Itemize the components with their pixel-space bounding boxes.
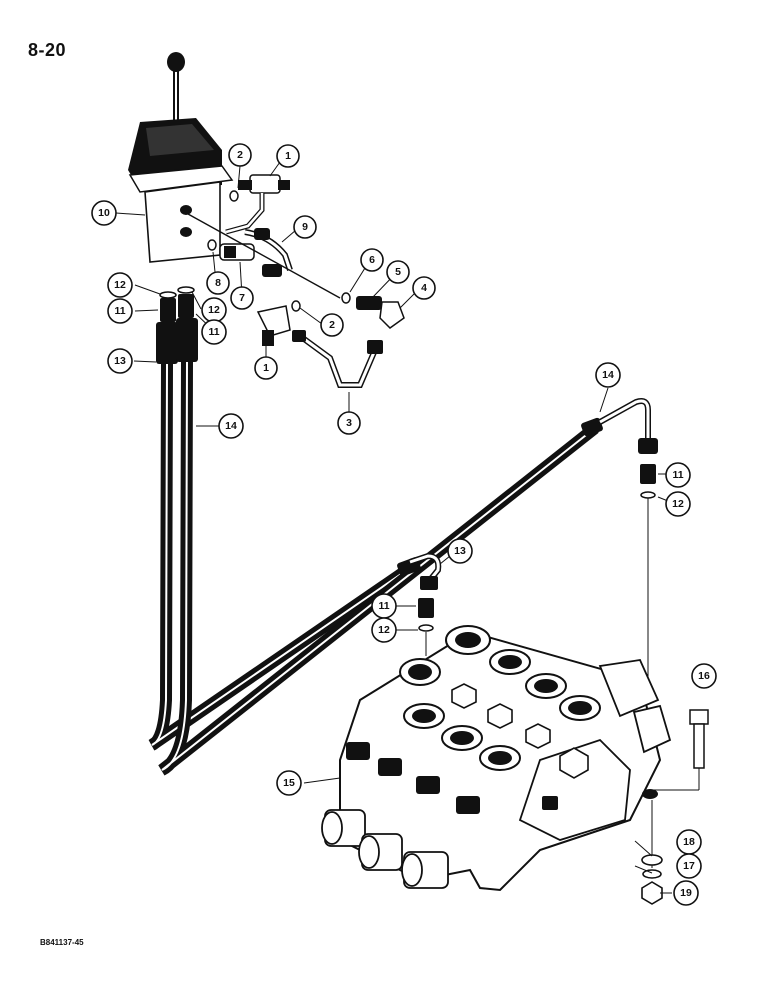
callout-7: 7 [230,286,254,310]
svg-text:2: 2 [329,319,335,331]
svg-text:4: 4 [421,282,427,294]
callout-14-left: 14 [218,413,244,439]
fitting-5-4 [341,292,405,329]
svg-text:12: 12 [114,279,126,291]
svg-text:17: 17 [683,860,695,872]
svg-text:19: 19 [680,887,692,899]
callout-19: 19 [673,880,699,906]
svg-text:14: 14 [602,369,614,381]
callout-12-right: 12 [665,491,691,517]
svg-text:8: 8 [215,277,221,289]
svg-text:12: 12 [378,624,390,636]
joystick-control [128,52,234,263]
svg-text:9: 9 [302,221,308,233]
callout-15: 15 [276,770,302,796]
svg-text:2: 2 [237,149,243,161]
svg-text:11: 11 [672,469,683,481]
hose-end-middle [397,552,442,656]
svg-text:12: 12 [208,304,220,316]
callout-13-left: 13 [107,348,133,374]
callout-1-lower: 1 [254,356,278,380]
svg-text:1: 1 [285,150,291,162]
tee-fitting-upper [225,174,290,235]
connector-7 [207,239,255,261]
pilot-line [187,213,341,299]
svg-text:16: 16 [698,670,710,682]
callout-11-mid: 11 [201,319,227,345]
callout-12-left: 12 [107,272,133,298]
svg-text:12: 12 [672,498,684,510]
callout-5: 5 [386,260,410,284]
callout-9: 9 [293,215,317,239]
callout-10: 10 [91,200,117,226]
callout-18: 18 [676,829,702,855]
svg-text:13: 13 [114,355,126,367]
callout-1: 1 [276,144,300,168]
svg-text:1: 1 [263,362,269,374]
svg-text:13: 13 [454,545,466,557]
hose-14 [158,361,599,776]
callout-6: 6 [360,248,384,272]
callout-17: 17 [676,853,702,879]
callout-13-mid: 13 [447,538,473,564]
callout-4: 4 [412,276,436,300]
svg-text:11: 11 [114,305,125,317]
tube-3 [292,330,383,388]
hose-end-fittings [156,286,198,364]
svg-text:11: 11 [208,326,219,338]
tube-9 [244,228,293,277]
callout-11-left: 11 [107,298,133,324]
svg-text:3: 3 [346,417,352,429]
control-valve [321,625,672,892]
svg-text:18: 18 [683,836,695,848]
bolt-16 [650,709,709,791]
svg-text:11: 11 [378,600,389,612]
callout-12-valve: 12 [371,617,397,643]
callout-16: 16 [691,663,717,689]
washers-nut [641,800,663,905]
svg-text:5: 5 [395,266,401,278]
svg-text:15: 15 [283,777,295,789]
callout-2-lower: 2 [320,313,344,337]
svg-text:6: 6 [369,254,375,266]
elbow-fitting-lower [256,300,301,346]
page-number: 8-20 [28,40,67,60]
hose-end-right [581,398,658,700]
callout-14-right: 14 [595,362,621,388]
svg-text:10: 10 [98,207,110,219]
svg-text:14: 14 [225,420,237,432]
svg-text:7: 7 [239,292,245,304]
callout-2: 2 [228,143,252,167]
callout-11-right: 11 [665,462,691,488]
callout-12-mid: 12 [201,297,227,323]
callout-8: 8 [206,271,230,295]
callout-11-valve: 11 [371,593,397,619]
hose-13 [148,363,414,751]
figure-code: B841137-45 [40,938,84,947]
callout-3: 3 [337,411,361,435]
